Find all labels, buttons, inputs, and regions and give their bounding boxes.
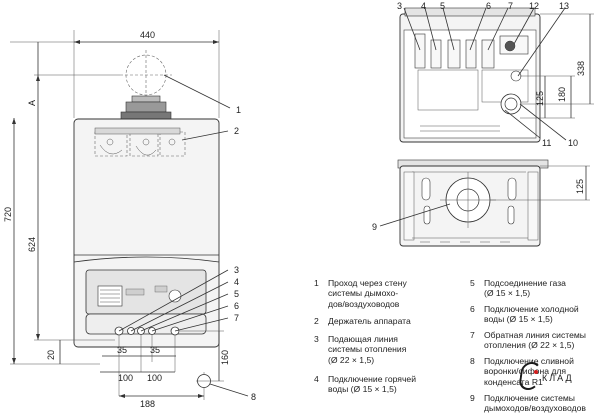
callout-10: 10 [568,138,578,148]
callout-12: 12 [529,1,539,11]
dim-35-left: 35 [117,345,127,355]
red-dot-icon [534,370,538,374]
s-logo-icon [518,362,542,390]
callout-9: 9 [372,222,377,232]
dim-125-bottom: 125 [575,179,585,194]
callout-t5: 5 [440,1,445,11]
dim-A: A [27,100,37,106]
dim-338: 338 [576,61,586,76]
top-view: 3 4 5 6 7 12 13 11 10 338 180 125 [397,1,594,148]
callout-5: 5 [234,289,239,299]
watermark-logo: КЛАД [518,362,574,390]
callout-7: 7 [234,313,239,323]
bottom-view: 9 125 [372,159,590,247]
dim-624: 624 [27,237,37,252]
callout-t4: 4 [421,1,426,11]
dim-35-right: 35 [150,345,160,355]
callout-6: 6 [234,301,239,311]
dim-100-left: 100 [118,373,133,383]
callout-t6: 6 [486,1,491,11]
front-view: 440 [3,30,256,409]
dim-100-right: 100 [147,373,162,383]
dim-125-top: 125 [535,91,545,106]
callout-8: 8 [251,392,256,402]
dim-180: 180 [557,87,567,102]
dim-720: 720 [3,207,13,222]
callout-11: 11 [542,138,551,148]
watermark-text: КЛАД [542,373,574,383]
callout-t3: 3 [397,1,402,11]
dim-188: 188 [140,399,155,409]
callout-13: 13 [559,1,569,11]
callout-3: 3 [234,265,239,275]
callout-4: 4 [234,277,239,287]
callout-1: 1 [236,105,241,115]
callout-2: 2 [234,126,239,136]
callout-t7: 7 [508,1,513,11]
dim-160: 160 [220,350,230,365]
dim-20: 20 [46,350,56,360]
dim-440: 440 [140,30,155,40]
